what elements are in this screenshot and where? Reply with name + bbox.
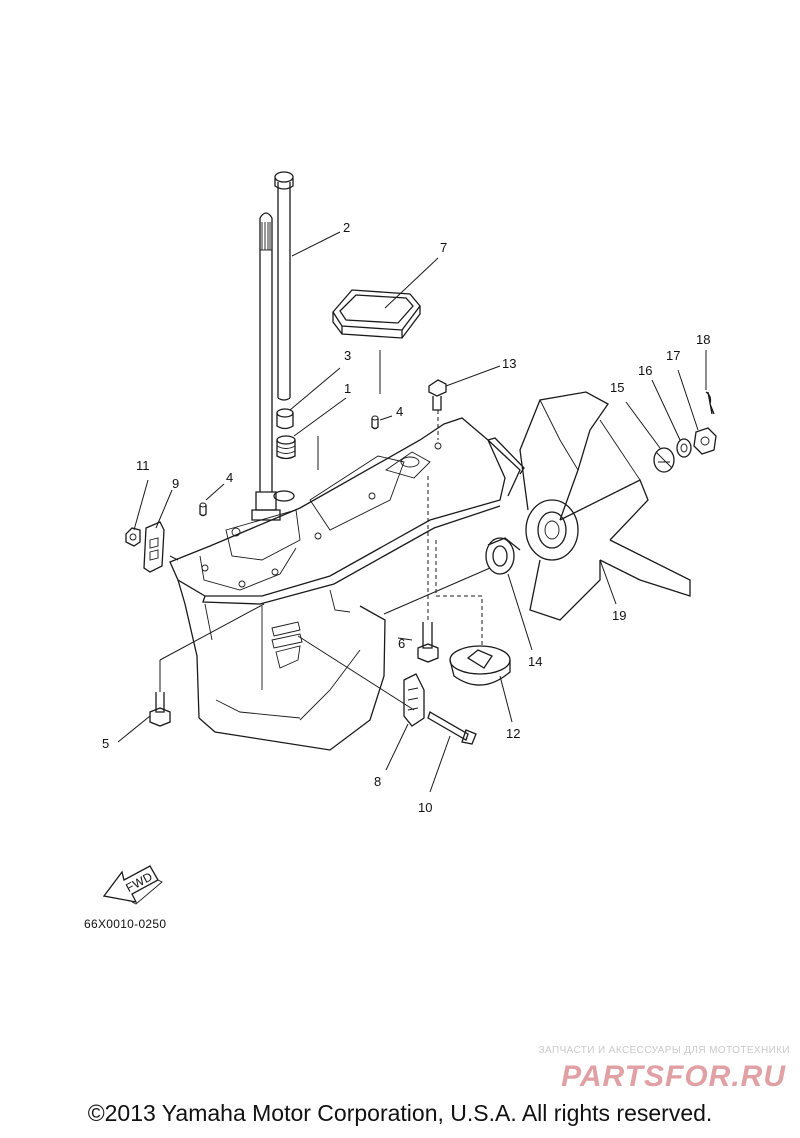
- callout-3: 3: [344, 348, 351, 363]
- drive-shaft: [251, 212, 281, 521]
- oil-seal: [276, 435, 296, 460]
- diagram-code: 66X0010-0250: [84, 917, 166, 931]
- gasket: [332, 289, 421, 339]
- callout-14: 14: [528, 654, 542, 669]
- cover: [449, 645, 511, 686]
- callout-1: 1: [344, 381, 351, 396]
- callout-12: 12: [506, 726, 520, 741]
- callout-5: 5: [102, 736, 109, 751]
- prop-nut: [693, 427, 717, 455]
- callout-4-rear: 4: [396, 404, 403, 419]
- callout-11: 11: [136, 458, 150, 473]
- copyright-notice: ©2013 Yamaha Motor Corporation, U.S.A. A…: [87, 1100, 713, 1126]
- callout-numbers: 1 2 3 4 4 5 6 7 8 9 10 11 12 13 14 15 16…: [102, 220, 710, 815]
- fwd-label: FWD: [123, 869, 155, 895]
- bolt-lower: [149, 692, 171, 727]
- callout-13: 13: [502, 356, 516, 371]
- callout-17: 17: [666, 348, 680, 363]
- bolt-top: [428, 379, 447, 411]
- bushing: [276, 408, 294, 430]
- dowel-pin-front: [199, 502, 207, 517]
- callout-6: 6: [398, 636, 405, 651]
- washer: [676, 438, 692, 458]
- callout-18: 18: [696, 332, 710, 347]
- spacer: [653, 447, 675, 473]
- lower-casing: [169, 417, 525, 751]
- callout-7: 7: [440, 240, 447, 255]
- anode-plate: [143, 521, 165, 573]
- alignment-lines: [159, 350, 491, 711]
- callout-19: 19: [612, 608, 626, 623]
- oil-seal-prop: [485, 537, 521, 575]
- callout-8: 8: [374, 774, 381, 789]
- callout-9: 9: [172, 476, 179, 491]
- propeller: [519, 391, 691, 621]
- cotter-pin: [705, 391, 715, 415]
- callout-16: 16: [638, 363, 652, 378]
- svg-text:PARTSFOR.RU: PARTSFOR.RU: [561, 1060, 786, 1093]
- fwd-arrow-icon: FWD: [102, 865, 163, 905]
- shift-rod: [274, 171, 294, 401]
- callout-2: 2: [343, 220, 350, 235]
- leader-lines: [117, 231, 707, 793]
- callout-4-front: 4: [226, 470, 233, 485]
- watermark-logo: PARTSFOR.RU: [561, 1060, 786, 1093]
- trim-tab-bolt: [427, 711, 477, 745]
- nut: [125, 527, 141, 547]
- trim-tab: [403, 673, 425, 727]
- watermark-caption: ЗАПЧАСТИ И АКСЕССУАРЫ ДЛЯ МОТОТЕХНИКИ: [538, 1045, 790, 1056]
- bolt-flange: [417, 622, 439, 663]
- dowel-pin-rear: [371, 415, 379, 430]
- callout-15: 15: [610, 380, 624, 395]
- callout-10: 10: [418, 800, 432, 815]
